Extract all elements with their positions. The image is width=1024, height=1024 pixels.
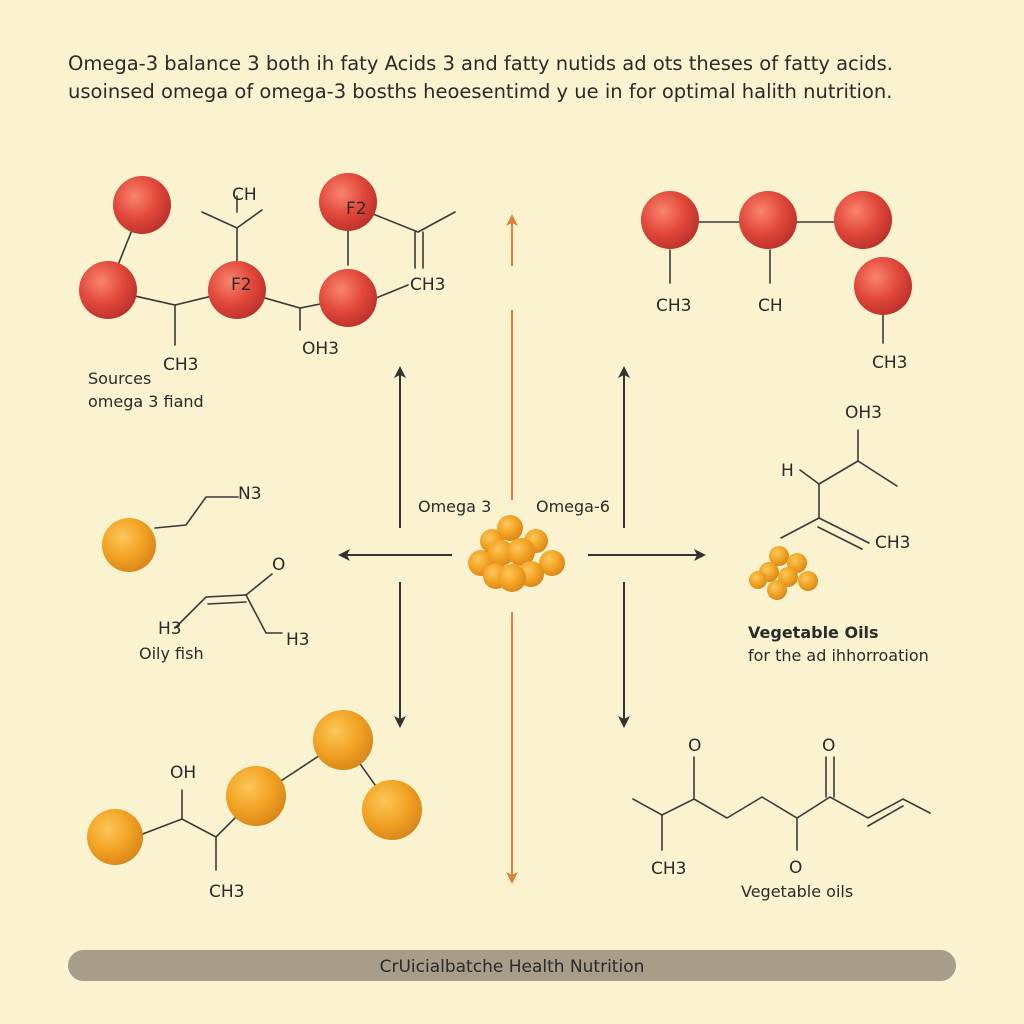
title-line-2: usoinsed omega of omega-3 bosths heoesen… [68, 80, 892, 103]
right-mid-molecule: OH3 H CH3 [780, 403, 910, 553]
atom-label: OH3 [302, 339, 339, 359]
atom-label: CH3 [410, 275, 445, 295]
atom-label: N3 [238, 484, 262, 504]
atom-label: F2 [231, 275, 252, 295]
red-atom [208, 261, 266, 319]
atom-label: CH3 [875, 533, 910, 553]
atom-label: CH3 [651, 859, 686, 879]
red-atom [854, 257, 912, 315]
sources-label: Sources [88, 369, 151, 388]
atom-label: O [822, 736, 835, 756]
atom-label: OH [170, 763, 196, 783]
oil-droplet-cluster [749, 546, 818, 600]
orange-atom [226, 766, 286, 826]
atom-label: CH3 [163, 355, 198, 375]
orange-bead [539, 550, 565, 576]
atom-label: CH [232, 185, 257, 205]
center-cluster [468, 515, 565, 592]
orange-bead [497, 515, 523, 541]
atom-label: CH3 [209, 882, 244, 902]
red-atom [739, 191, 797, 249]
atom-label: CH [758, 296, 783, 316]
top-left-molecule: CH F2 F2 CH3 OH3 CH3 [79, 173, 456, 375]
orange-atom [102, 518, 156, 572]
orange-bead [769, 546, 789, 566]
top-right-molecule: CH3 CH CH3 [641, 191, 912, 373]
orange-bead [498, 564, 526, 592]
omega-6-label: Omega-6 [536, 497, 610, 516]
orange-atom [87, 809, 143, 865]
atom-label: CH3 [872, 353, 907, 373]
atom-label: O [789, 858, 802, 878]
orange-bead [488, 540, 514, 566]
atom-label: F2 [346, 199, 367, 219]
red-atom [641, 191, 699, 249]
vegetable-oils-title: Vegetable Oils [748, 623, 879, 642]
sources-sub-label: omega 3 fiand [88, 392, 204, 411]
orange-bead [749, 571, 767, 589]
title-line-1: Omega-3 balance 3 both ih faty Acids 3 a… [68, 52, 893, 75]
orange-bead [507, 538, 535, 566]
oily-fish-label: Oily fish [139, 644, 204, 663]
vegetable-oils-label: Vegetable oils [741, 882, 853, 901]
footer-text: CrUicialbatche Health Nutrition [380, 957, 645, 977]
oily-fish-molecule: N3 O H3 H3 Oily fish [102, 484, 310, 663]
vegetable-oils-subtitle: for the ad ihhorroation [748, 646, 929, 665]
red-atom [834, 191, 892, 249]
bottom-right-molecule: O O O CH3 Vegetable oils [632, 736, 931, 901]
red-atom [113, 176, 171, 234]
atom-label: O [688, 736, 701, 756]
arrows [338, 214, 706, 884]
atom-label: CH3 [656, 296, 691, 316]
atom-label: H [781, 461, 794, 481]
atom-label: H3 [286, 630, 310, 650]
atom-label: O [272, 555, 285, 575]
red-atom [79, 261, 137, 319]
orange-bead [767, 580, 787, 600]
atom-label: OH3 [845, 403, 882, 423]
atom-label: H3 [158, 619, 182, 639]
orange-atom [313, 710, 373, 770]
orange-bead [798, 571, 818, 591]
red-atom [319, 173, 377, 231]
bottom-left-molecule: OH CH3 [87, 710, 422, 902]
omega-3-label: Omega 3 [418, 497, 491, 516]
orange-atom [362, 780, 422, 840]
footer-bar [68, 950, 956, 981]
red-atom [319, 269, 377, 327]
